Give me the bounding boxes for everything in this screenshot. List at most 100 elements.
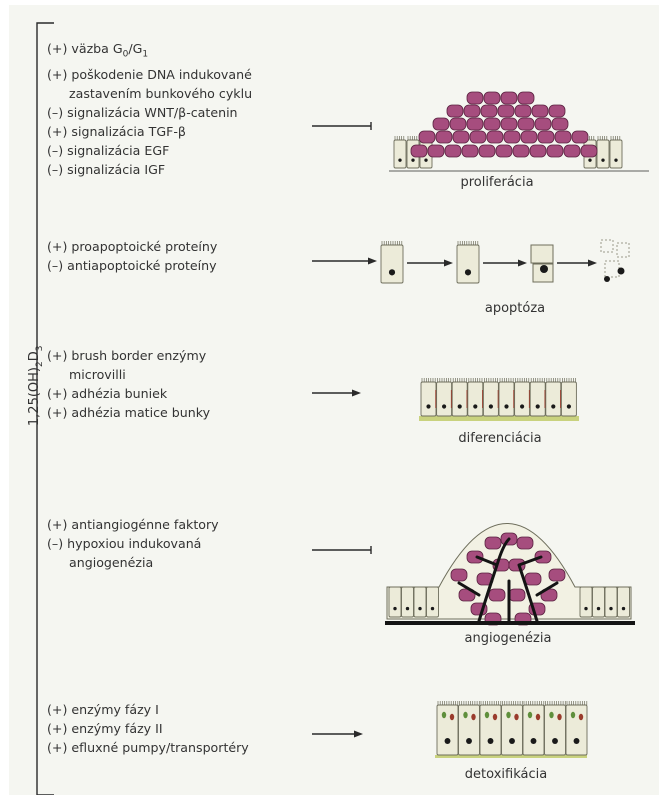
apoptotic-cell-stage (380, 244, 404, 284)
detox-cell (544, 704, 566, 756)
bracket (36, 22, 54, 795)
tumor-cell (534, 550, 552, 564)
differentiated-cell (420, 381, 437, 417)
tumor-cell (483, 117, 501, 131)
tumor-cell (537, 130, 555, 144)
microvilli (515, 378, 530, 382)
microvilli (566, 701, 588, 705)
microvilli (545, 701, 566, 705)
cell-nucleus (464, 269, 472, 276)
cell-fragment (532, 263, 554, 283)
microvilli (562, 378, 576, 382)
cell-body (436, 704, 459, 756)
effect-list-apoptosis: (+) proapoptoické proteíny (–) antiapopt… (47, 237, 217, 275)
effect-list-angiogenesis: (+) antiangiogénne faktory (–) hypoxiou … (47, 515, 219, 572)
cell-body (479, 704, 502, 756)
process-label-apoptosis: apoptóza (484, 301, 546, 316)
tumor-cell (463, 104, 481, 118)
cell-nucleus (621, 606, 626, 611)
normal-cell (413, 586, 427, 618)
cell-nucleus (573, 738, 580, 744)
tumor-cell (503, 130, 521, 144)
enzyme-marker-green (506, 711, 511, 719)
basement-membrane (435, 755, 587, 758)
normal-cell (579, 586, 593, 618)
tumor-cell (534, 117, 552, 131)
effect-item: (+) poškodenie DNA indukované (47, 66, 252, 82)
cell-nucleus (566, 404, 572, 409)
cell-body (522, 704, 545, 756)
diagram-canvas: 1,25(OH)2D3 (+) väzba G0/G1 (+) poškoden… (9, 5, 659, 795)
tumor-cell (512, 144, 530, 158)
tumor-cell (452, 130, 470, 144)
cell-nucleus (457, 404, 462, 409)
differentiated-cell (529, 381, 546, 417)
microvilli (394, 136, 405, 140)
tumor-cell (466, 117, 484, 131)
cell-body (604, 586, 618, 618)
microvilli (452, 378, 467, 382)
cell-nucleus (614, 158, 618, 162)
enzyme-marker-green (484, 711, 490, 719)
cell-nucleus (551, 404, 556, 409)
effect-item: (+) enzýmy fázy II (47, 721, 163, 736)
tumor-cell (514, 104, 532, 118)
tumor-cell (500, 117, 518, 131)
cell-body (401, 586, 414, 618)
microvilli (407, 136, 418, 140)
cell-nucleus (596, 606, 601, 611)
cell-nucleus (540, 265, 548, 273)
detox-cell (458, 704, 480, 756)
differentiated-cell (545, 381, 562, 417)
tumor-cell (435, 130, 453, 144)
microvilli (610, 136, 621, 140)
arrow-apoptosis-head (368, 257, 377, 265)
tumor-cell (469, 130, 487, 144)
normal-cell (426, 586, 439, 618)
effect-item: (+) efluxné pumpy/transportéry (47, 740, 249, 755)
enzyme-marker-red (578, 713, 584, 721)
arrow-apoptosis-step-head (444, 259, 453, 267)
arrow-differentiation-head (352, 389, 361, 397)
detox-cell (436, 704, 459, 756)
cell-body (458, 704, 480, 756)
tumor-cell (546, 144, 564, 158)
basement-membrane (419, 416, 579, 421)
differentiated-cell (482, 381, 499, 417)
effect-item: (–) hypoxiou indukovaná (47, 536, 202, 551)
microvilli (468, 378, 483, 382)
cell-body (482, 381, 499, 417)
microvilli (484, 378, 498, 382)
normal-cell (388, 586, 402, 618)
enzyme-marker-green (441, 711, 447, 719)
normal-cell (604, 586, 618, 618)
normal-cell (401, 586, 414, 618)
effect-item: (+) antiangiogénne faktory (47, 517, 219, 532)
tumor-cell (466, 550, 484, 564)
tumor-cell (432, 117, 450, 131)
tumor-cell (517, 91, 535, 105)
cell-nucleus (520, 404, 525, 409)
enzyme-marker-red (514, 713, 519, 721)
cell-nucleus (487, 738, 494, 744)
cell-nucleus (509, 738, 515, 744)
tumor-cell (461, 144, 479, 158)
enzyme-marker-red (449, 713, 455, 721)
cell-body (529, 381, 546, 417)
cell-nucleus (552, 738, 558, 744)
cell-body (413, 586, 427, 618)
tumor-cell (450, 568, 468, 582)
differentiated-cell (498, 381, 515, 417)
blood-vessel-base (385, 621, 635, 625)
tumor-cell (531, 104, 549, 118)
microvilli (546, 378, 561, 382)
cell-fragment (616, 242, 630, 258)
cell-nucleus (444, 738, 451, 744)
tumor-cell (580, 144, 598, 158)
tumor-cell (410, 144, 428, 158)
cell-nucleus (424, 158, 428, 162)
tumor-cell (478, 144, 496, 158)
cell-body (514, 381, 531, 417)
cell-nucleus (430, 606, 435, 611)
cell-fragment (600, 239, 614, 253)
